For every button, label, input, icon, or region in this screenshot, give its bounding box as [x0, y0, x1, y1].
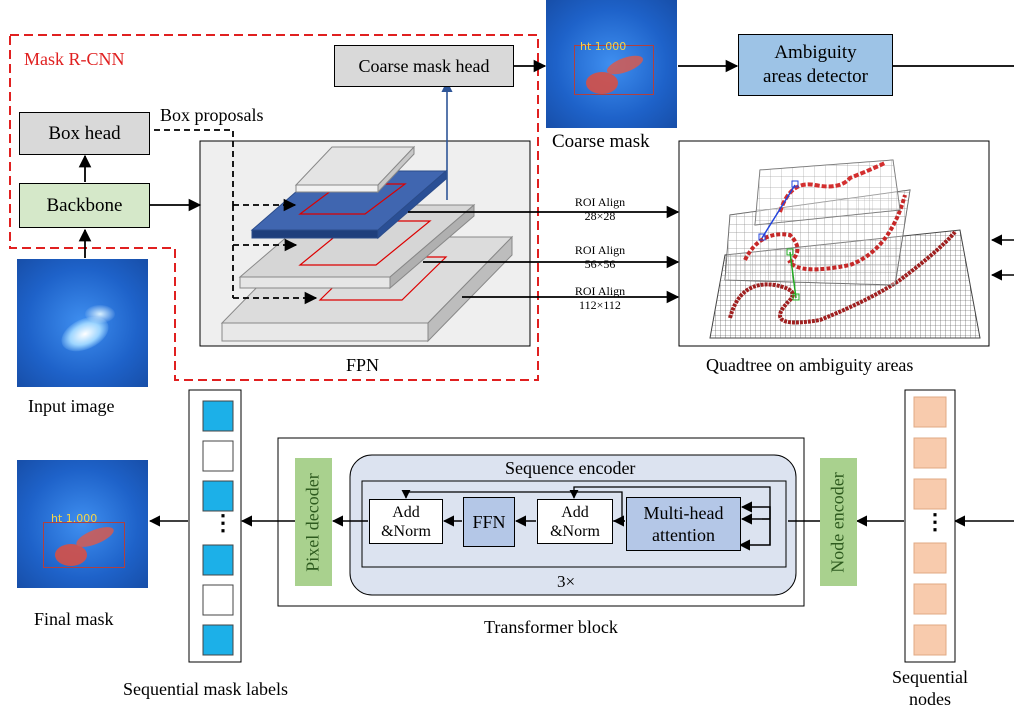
ambiguity-detector: Ambiguity areas detector	[738, 34, 893, 96]
node-cell	[913, 396, 947, 428]
nodes-caption-line1: Sequential	[892, 667, 968, 687]
coarse-mask-head: Coarse mask head	[334, 45, 514, 87]
transformer-caption: Transformer block	[484, 617, 618, 637]
mha-line-1: Multi-head	[643, 503, 724, 523]
roi-align-2: ROI Align 56×56	[560, 243, 640, 271]
roi-align-1-label: ROI Align	[574, 195, 626, 209]
quadtree-caption: Quadtree on ambiguity areas	[706, 355, 914, 375]
mha-line-2: attention	[652, 525, 715, 545]
mask-label-cell	[202, 400, 234, 432]
mask-label-cell	[202, 544, 234, 576]
box-head: Box head	[19, 112, 150, 155]
roi-align-3-label: ROI Align	[574, 284, 626, 298]
backbone: Backbone	[19, 183, 150, 228]
mask-label-cell	[202, 480, 234, 512]
mask-label-cell	[202, 440, 234, 472]
box-head-label: Box head	[48, 122, 121, 144]
roi-align-3-size: 112×112	[579, 298, 621, 312]
fpn-layer-2	[238, 203, 476, 290]
add-norm-2-line2: &Norm	[550, 522, 600, 540]
quadtree-grid-top	[754, 159, 901, 226]
mask-labels-ellipsis: ⋮	[212, 510, 234, 535]
roi-align-2-label: ROI Align	[574, 243, 626, 257]
node-cell	[913, 542, 947, 574]
mask-rcnn-title: Mask R-CNN	[24, 49, 125, 69]
fpn-layer-0	[294, 145, 416, 194]
add-norm-1: Add &Norm	[369, 499, 443, 544]
nodes-caption: Sequential nodes	[878, 666, 982, 710]
coarse-mask-head-label: Coarse mask head	[358, 55, 490, 76]
final-mask-caption: Final mask	[34, 609, 114, 629]
coarse-mask-caption: Coarse mask	[552, 131, 650, 152]
box-proposals-label: Box proposals	[160, 105, 264, 125]
multi-head-attention: Multi-head attention	[626, 497, 741, 551]
roi-align-1-size: 28×28	[584, 209, 616, 223]
node-cell	[913, 624, 947, 656]
coarse-mask-image: ht 1.000	[546, 0, 677, 128]
final-mask-image: ht 1.000	[17, 460, 148, 588]
nodes-caption-line2: nodes	[909, 689, 951, 709]
ambiguity-line-2: areas detector	[763, 66, 868, 87]
ambiguity-line-1: Ambiguity	[774, 42, 857, 63]
node-encoder: Node encoder	[820, 458, 857, 586]
add-norm-2: Add &Norm	[537, 499, 613, 544]
input-image-caption: Input image	[28, 396, 115, 416]
node-cell	[913, 583, 947, 615]
backbone-label: Backbone	[46, 194, 123, 216]
sequence-encoder-title: Sequence encoder	[505, 458, 636, 478]
add-norm-2-line1: Add	[561, 503, 589, 521]
ffn-box: FFN	[463, 497, 515, 547]
mask-label-cell	[202, 624, 234, 656]
roi-align-2-size: 56×56	[584, 257, 616, 271]
nodes-column	[904, 389, 956, 663]
node-cell	[913, 478, 947, 510]
roi-align-1: ROI Align 28×28	[560, 195, 640, 223]
coarse-mask-score: ht 1.000	[580, 40, 627, 53]
roi-align-3: ROI Align 112×112	[560, 284, 640, 312]
add-norm-1-line2: &Norm	[381, 522, 431, 540]
input-image	[17, 259, 148, 387]
pixel-decoder-label: Pixel decoder	[303, 472, 323, 572]
fpn-label: FPN	[346, 355, 380, 375]
add-norm-1-line1: Add	[392, 503, 420, 521]
node-encoder-label: Node encoder	[828, 471, 849, 573]
mask-label-cell	[202, 584, 234, 616]
repeat-label: 3×	[557, 572, 576, 591]
mask-labels-caption: Sequential mask labels	[123, 679, 288, 699]
ffn-label: FFN	[472, 511, 506, 532]
mask-rcnn-region	[9, 34, 539, 381]
final-mask-score: ht 1.000	[51, 512, 98, 525]
mask-labels-column	[188, 389, 242, 663]
pixel-decoder: Pixel decoder	[295, 458, 332, 586]
nodes-ellipsis: ⋮	[924, 509, 946, 534]
node-cell	[913, 437, 947, 469]
